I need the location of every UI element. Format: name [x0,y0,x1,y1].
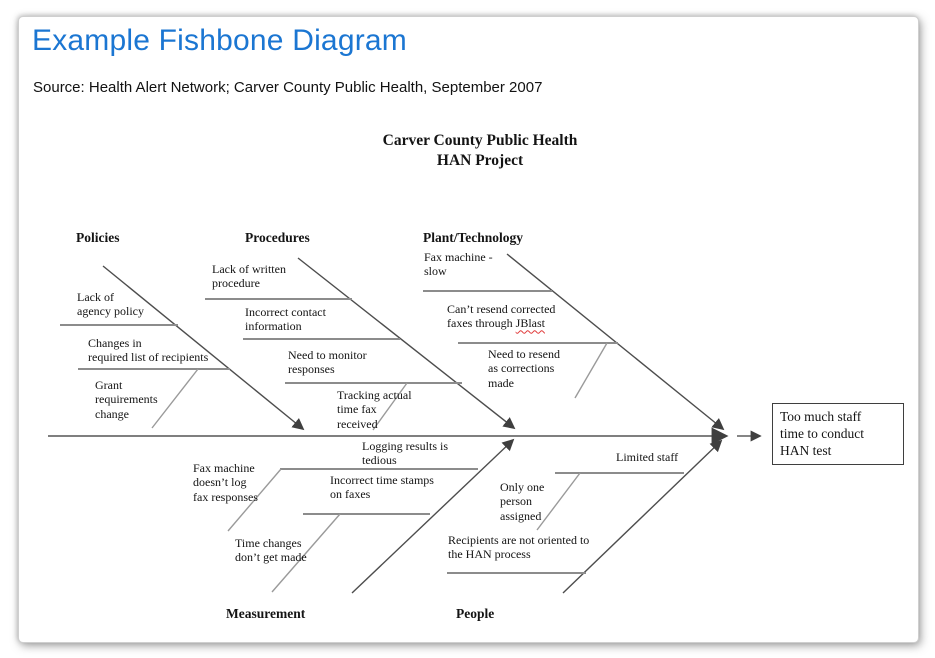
cause-lack-agency-policy: Lack of agency policy [77,290,144,319]
rib-need-resend [574,342,608,399]
rib-grant-requirements [151,368,199,429]
cause-lack-written-procedure: Lack of written procedure [212,262,286,291]
cause-incorrect-timestamps: Incorrect time stamps on faxes [330,473,434,502]
cause-fax-machine-slow: Fax machine - slow [424,250,493,279]
cause-changes-required-list: Changes in required list of recipients [88,336,209,365]
cause-only-one-person: Only one person assigned [500,480,545,523]
effect-box: Too much staff time to conduct HAN test [772,403,904,465]
bone-people [562,439,723,594]
cause-need-resend: Need to resend as corrections made [488,347,560,390]
cause-tracking-actual-time: Tracking actual time fax received [337,388,412,431]
cause-cant-resend-text: Can’t resend corrected faxes through [447,302,556,331]
diagram-title: Carver County Public Health HAN Project [330,131,630,171]
cause-limited-staff: Limited staff [616,450,679,464]
source-line: Source: Health Alert Network; Carver Cou… [33,79,543,96]
category-label-policies: Policies [76,230,120,245]
bone-plant-technology [506,253,725,431]
category-label-procedures: Procedures [245,230,310,245]
cause-time-changes: Time changes don’t get made [235,536,307,565]
cause-logging-results: Logging results is tedious [362,439,448,468]
rib-tracking-actual-time [372,382,408,431]
cause-cant-resend-jblast: Can’t resend corrected faxes through JBl… [447,302,555,331]
cause-fax-doesnt-log: Fax machine doesn’t log fax responses [193,461,258,504]
bone-measurement [351,438,515,594]
bone-policies [102,265,305,431]
category-label-plant-technology: Plant/Technology [423,230,524,245]
misspelled-word-jblast: JBlast [515,316,545,331]
cause-recipients-not-oriented: Recipients are not oriented to the HAN p… [448,533,590,562]
bone-procedures [297,257,516,430]
cause-incorrect-contact: Incorrect contact information [245,305,326,334]
page-title: Example Fishbone Diagram [32,24,407,57]
rib-fax-doesnt-log [227,468,282,532]
cause-need-monitor: Need to monitor responses [288,348,367,377]
category-label-people: People [456,606,495,621]
rib-only-one-person [536,472,581,531]
cause-grant-requirements: Grant requirements change [95,378,158,421]
document-page [18,16,919,643]
rib-time-changes [271,513,341,593]
category-label-measurement: Measurement [226,606,306,621]
diagram-title-line1: Carver County Public Health [382,132,578,149]
diagram-title-line2: HAN Project [436,152,524,170]
